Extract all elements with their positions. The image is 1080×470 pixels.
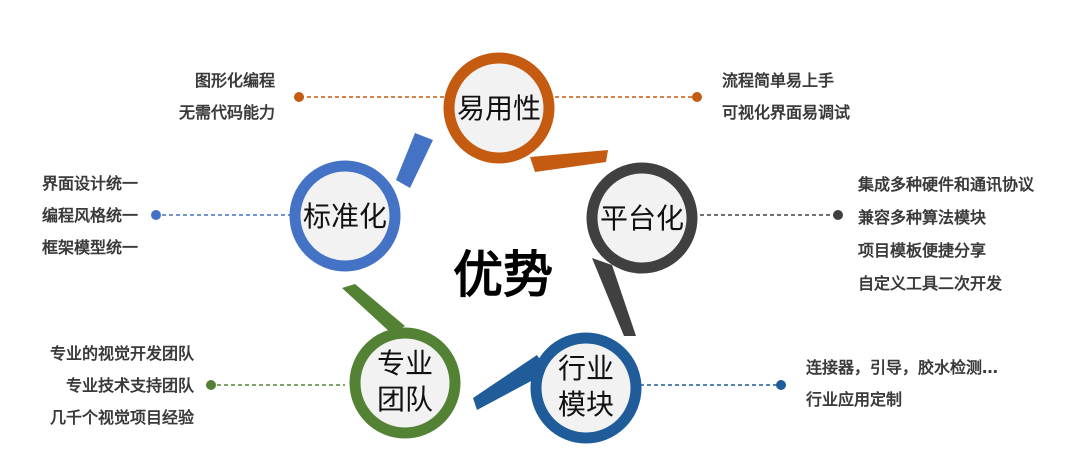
desc-industry: 连接器，引导，胶水检测… 行业应用定制 xyxy=(806,352,998,416)
dot-platform xyxy=(833,210,843,220)
label-ease: 易用性 xyxy=(457,92,541,125)
desc-line: 无需代码能力 xyxy=(178,103,275,122)
label-team-line2: 团队 xyxy=(377,383,433,416)
ring-ease xyxy=(443,52,555,164)
desc-line: 项目模板便捷分享 xyxy=(858,241,987,260)
ring-standard xyxy=(289,160,401,272)
tail-team xyxy=(342,284,405,334)
desc-standard: 界面设计统一 编程风格统一 框架模型统一 xyxy=(42,168,138,264)
desc-line: 流程简单易上手 xyxy=(722,71,835,90)
ring-team xyxy=(349,327,461,439)
desc-line: 行业应用定制 xyxy=(806,390,903,409)
ring-industry xyxy=(530,332,642,444)
label-industry-line1: 行业 xyxy=(558,352,614,385)
desc-line: 几千个视觉项目经验 xyxy=(49,408,194,427)
label-standard: 标准化 xyxy=(303,200,387,233)
connector-lines xyxy=(155,96,837,386)
desc-line: 专业的视觉开发团队 xyxy=(49,344,194,363)
desc-line: 连接器，引导，胶水检测… xyxy=(806,358,999,377)
tail-industry xyxy=(473,355,548,410)
desc-line: 兼容多种算法模块 xyxy=(858,208,987,227)
node-rings xyxy=(289,52,698,444)
desc-ease-left: 图形化编程 无需代码能力 xyxy=(179,65,275,129)
desc-line: 集成多种硬件和通讯协议 xyxy=(858,175,1035,194)
desc-line: 图形化编程 xyxy=(194,71,275,90)
dot-team xyxy=(206,380,216,390)
tail-platform xyxy=(592,258,636,336)
desc-line: 框架模型统一 xyxy=(41,238,138,257)
desc-line: 界面设计统一 xyxy=(41,174,138,193)
desc-line: 自定义工具二次开发 xyxy=(858,274,1003,293)
label-platform: 平台化 xyxy=(600,202,684,235)
dot-standard xyxy=(151,210,161,220)
desc-ease-right: 流程简单易上手 可视化界面易调试 xyxy=(722,65,850,129)
node-tails xyxy=(342,133,636,410)
tail-standard xyxy=(396,133,433,188)
dot-ease-left xyxy=(294,92,304,102)
tail-ease xyxy=(530,150,608,172)
ring-platform xyxy=(586,162,698,274)
label-team-line1: 专业 xyxy=(377,347,433,380)
connector-dots xyxy=(151,92,843,390)
desc-team: 专业的视觉开发团队 专业技术支持团队 几千个视觉项目经验 xyxy=(50,338,194,434)
desc-line: 编程风格统一 xyxy=(41,206,138,225)
desc-platform: 集成多种硬件和通讯协议 兼容多种算法模块 项目模板便捷分享 自定义工具二次开发 xyxy=(858,168,1034,300)
desc-line: 专业技术支持团队 xyxy=(65,376,194,395)
desc-line: 可视化界面易调试 xyxy=(722,103,851,122)
dot-industry xyxy=(776,380,786,390)
label-industry-line2: 模块 xyxy=(558,388,614,421)
center-label: 优势 xyxy=(453,246,553,304)
dot-ease-right xyxy=(692,92,702,102)
node-labels: 易用性 平台化 行业 模块 专业 团队 标准化 xyxy=(303,92,684,421)
